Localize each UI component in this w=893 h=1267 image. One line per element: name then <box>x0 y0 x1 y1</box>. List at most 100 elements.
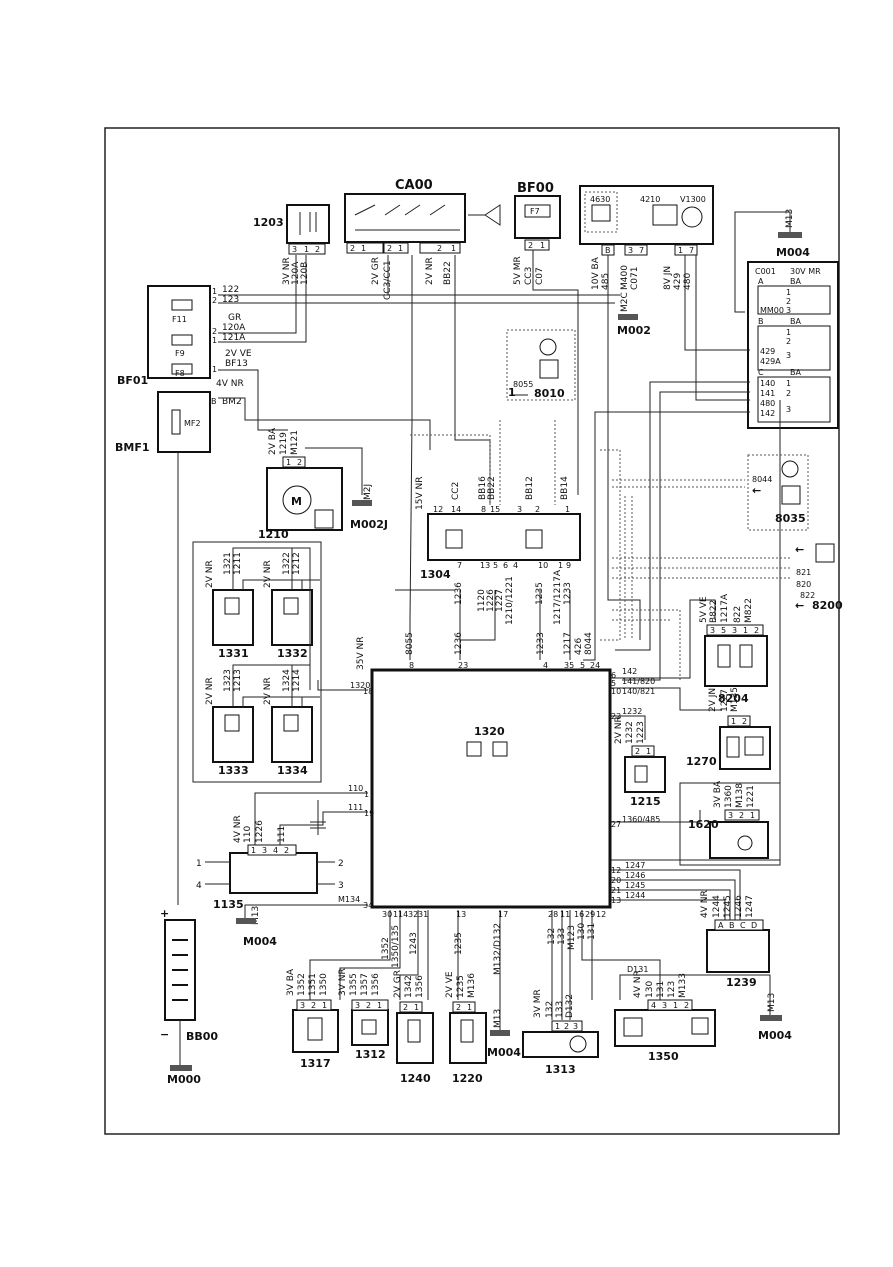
wire-label: 132 <box>545 1001 555 1018</box>
pin-label: 1 <box>673 1001 678 1010</box>
wire-label: 1235 <box>456 975 466 998</box>
label-8010: 8010 <box>534 387 565 400</box>
wire-label: 3V BA <box>713 780 723 808</box>
wire-label: 429 <box>673 273 683 290</box>
pin-label: 1 <box>414 1003 419 1012</box>
wire-label: M123 <box>567 925 577 950</box>
wire-label: 1244 <box>712 895 722 918</box>
pin-label: 10 <box>611 687 621 696</box>
ground-symbol <box>170 1065 192 1071</box>
label-BF01: BF01 <box>117 374 148 387</box>
pin-label: 22 <box>611 712 621 721</box>
wire-label: 2V VE <box>445 971 455 998</box>
wire-label: M400 <box>620 265 630 290</box>
pin-label: 1 <box>565 505 570 514</box>
pin-label: 3 <box>338 881 344 891</box>
pin-label: 3 <box>355 1001 360 1010</box>
pin-label: 8 <box>481 505 486 514</box>
wire-label: 142 <box>760 409 775 418</box>
wire-label: 1211 <box>233 552 243 575</box>
wire-label: 2V BA <box>268 427 278 455</box>
pin-label: 2 <box>297 458 302 467</box>
pin-label: 6 <box>611 671 616 680</box>
wire-label: 122 <box>222 285 239 295</box>
label-M004: M004 <box>776 246 810 259</box>
component-1304: 1304 15V NR CC2 BB16 BB22 BB12 BB14 12 1… <box>415 476 581 625</box>
label-8204: 8204 <box>718 692 749 705</box>
label-M004: M004 <box>758 1029 792 1042</box>
wire-label: 133 <box>555 1001 565 1018</box>
wire-label: CC3 <box>524 267 534 285</box>
ground-M004-left: M13 M004 <box>236 906 277 948</box>
arrow-left-icon: ← <box>752 484 761 497</box>
label-1320: 1320 <box>474 725 505 738</box>
wire-label: M136 <box>467 973 477 998</box>
label-8055: 8055 <box>513 380 533 389</box>
pin-label: 14 <box>398 910 408 919</box>
component-8035: 8044 ← 8035 <box>752 460 806 525</box>
wire-label: 1247 <box>625 861 645 870</box>
wire-label: 1355 <box>349 973 359 996</box>
wire-label: 822 <box>800 591 815 600</box>
label-BB00: BB00 <box>186 1030 218 1043</box>
component-1320-ecu: 1320 8055 35V NR 1236 1233 1217 426 8044… <box>338 632 660 975</box>
wire-label: 1235 <box>535 582 545 605</box>
wire-label: BB14 <box>560 476 570 500</box>
wire-label: M133 <box>678 973 688 998</box>
wire-label: 1245 <box>723 895 733 918</box>
wire-label: 142 <box>622 667 637 676</box>
wire-label: 1217A <box>720 593 730 623</box>
pin-label: 2 <box>786 337 791 346</box>
label-1215: 1215 <box>630 795 661 808</box>
component-BF01: F11 F9 F8 BF01 1 2 2 1 1 122 123 GR 120A… <box>117 285 252 389</box>
label-block-C-color: BA <box>790 368 801 377</box>
wire-label: 2V GR <box>393 970 403 998</box>
wire-label: 1236 <box>454 582 464 605</box>
wire-label: M2C <box>620 292 630 312</box>
wire-label: 1350/135 <box>391 925 401 968</box>
pin-label: B <box>605 246 611 255</box>
label-1317: 1317 <box>300 1057 331 1070</box>
wire-label: 1243 <box>409 932 419 955</box>
pin-label: 3 <box>786 351 791 360</box>
component-BF00: BF00 F7 2 1 5V MR CC3 C07 <box>513 181 561 285</box>
page-frame <box>104 127 840 1135</box>
label-1620: 1620 <box>688 818 719 831</box>
pin-label: 2 <box>338 859 344 869</box>
wire-label: 140/821 <box>622 687 655 696</box>
label-CA00: CA00 <box>395 178 433 193</box>
pin-label: 2 <box>366 1001 371 1010</box>
wire-label: 133 <box>557 928 567 945</box>
pin-label: 12 <box>433 505 443 514</box>
pin-label: 1 <box>322 1001 327 1010</box>
wire-label: 1323 <box>223 669 233 692</box>
wire-label: BF13 <box>225 359 248 369</box>
component-1203: 1203 3 1 2 3V NR 120A 120B <box>253 204 330 285</box>
wire-label: 426 <box>574 638 584 655</box>
component-1135: 1 3 4 2 4V NR 110 1226 111 1 4 2 3 1135 <box>196 800 344 911</box>
pin-label: 7 <box>457 561 462 570</box>
wire-label: 123 <box>667 981 677 998</box>
wire-label: 121A <box>222 333 246 343</box>
wire-label: 110 <box>243 826 253 843</box>
pin-label: 1 <box>304 245 309 254</box>
wire-label: 2V JN <box>708 688 718 712</box>
fuse-label: F9 <box>175 349 185 358</box>
pin-label: 2 <box>212 296 217 305</box>
component-BB00-battery: + − BB00 M000 <box>160 907 218 1086</box>
wire-label: 1223 <box>636 721 646 744</box>
pin-label: 1 <box>364 790 369 799</box>
label-1313: 1313 <box>545 1063 576 1076</box>
wire-label: M822 <box>744 598 754 623</box>
pin-label: 2 <box>754 626 759 635</box>
label-C001: C001 <box>755 267 776 276</box>
wire-label: 1226 <box>486 589 496 612</box>
pin-label: 24 <box>590 661 600 670</box>
wire-label: C07 <box>535 267 545 285</box>
pin-label: 7 <box>639 246 644 255</box>
pin-label: 20 <box>611 876 621 885</box>
wire-label: 1357 <box>360 973 370 996</box>
pin-label: 3 <box>628 246 633 255</box>
wire-label: 1352 <box>297 973 307 996</box>
wire-label: 1356 <box>415 975 425 998</box>
